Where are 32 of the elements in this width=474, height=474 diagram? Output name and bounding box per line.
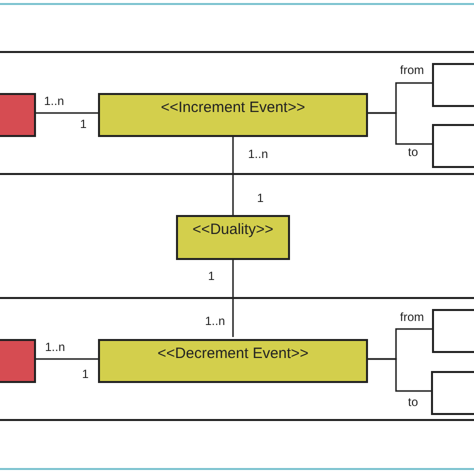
multiplicity-label: 1: [257, 192, 264, 204]
multiplicity-label: 1..n: [45, 341, 66, 353]
class-box: [0, 339, 36, 383]
class-box: [0, 93, 36, 137]
class-box: [432, 124, 474, 168]
edge-label: from: [399, 64, 425, 76]
class-box: [98, 93, 368, 137]
association-line: [232, 135, 234, 215]
multiplicity-label: 1..n: [205, 315, 226, 327]
multiplicity-label: 1..n: [248, 148, 268, 160]
edge-label: to: [407, 396, 420, 408]
multiplicity-label: 1: [82, 368, 89, 380]
class-name: <<Increment Event>>: [160, 99, 306, 118]
class-box: [432, 309, 474, 353]
class-box: [176, 215, 290, 260]
multiplicity-label: 1: [208, 270, 215, 282]
class-box: [98, 339, 368, 383]
association-line: [36, 358, 98, 360]
class-name: <<Decrement Event>>: [158, 345, 308, 364]
swimlane-band: [0, 51, 474, 175]
edge-label: to: [407, 146, 420, 158]
multiplicity-label: 1: [80, 118, 87, 130]
class-box: [431, 371, 474, 415]
multiplicity-label: 1..n: [44, 95, 64, 107]
class-name: <<Duality>>: [192, 221, 274, 240]
edge-label: from: [399, 311, 425, 323]
association-line: [368, 358, 431, 392]
association-line: [232, 260, 234, 337]
association-line: [36, 112, 98, 114]
swimlane-band: [0, 297, 474, 421]
association-line: [368, 112, 432, 145]
class-box: [432, 63, 474, 107]
